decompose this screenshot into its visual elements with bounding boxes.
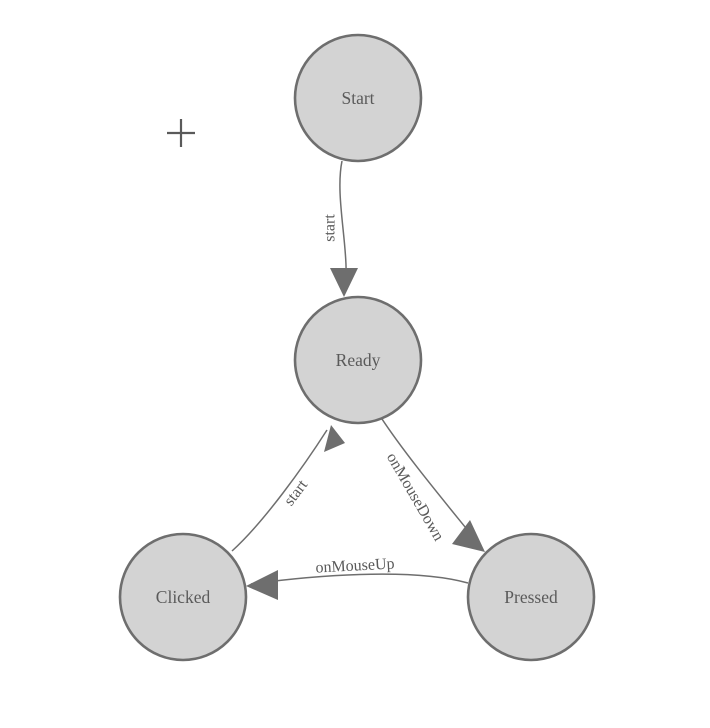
- node-label: Ready: [336, 350, 381, 370]
- node-clicked[interactable]: Clicked: [118, 532, 248, 662]
- node-circle[interactable]: [466, 532, 596, 662]
- edge-label: start: [281, 476, 311, 509]
- edge-arrowhead: [452, 520, 485, 552]
- edge-label: onMouseUp: [315, 555, 395, 576]
- node-circle[interactable]: [118, 532, 248, 662]
- node-ready[interactable]: Ready: [293, 295, 423, 425]
- node-label: Start: [341, 88, 374, 108]
- crosshair-icon: [167, 119, 195, 147]
- edge-arrowhead: [330, 268, 358, 297]
- edge-line: [231, 429, 328, 552]
- edge-clicked-to-ready[interactable]: start: [231, 425, 345, 552]
- node-label: Clicked: [156, 587, 211, 607]
- node-circle[interactable]: [293, 33, 423, 163]
- edge-arrowhead: [324, 425, 345, 452]
- node-circle[interactable]: [293, 295, 423, 425]
- edge-line: [250, 573, 469, 585]
- edge-ready-to-pressed[interactable]: onMouseDown: [379, 415, 485, 552]
- node-pressed[interactable]: Pressed: [466, 532, 596, 662]
- edge-start-to-ready[interactable]: start: [322, 160, 359, 297]
- node-start[interactable]: Start: [293, 33, 423, 163]
- node-label: Pressed: [504, 587, 558, 607]
- edge-pressed-to-clicked[interactable]: onMouseUp: [246, 555, 469, 600]
- edge-label: start: [322, 214, 339, 242]
- edge-arrowhead: [246, 570, 278, 600]
